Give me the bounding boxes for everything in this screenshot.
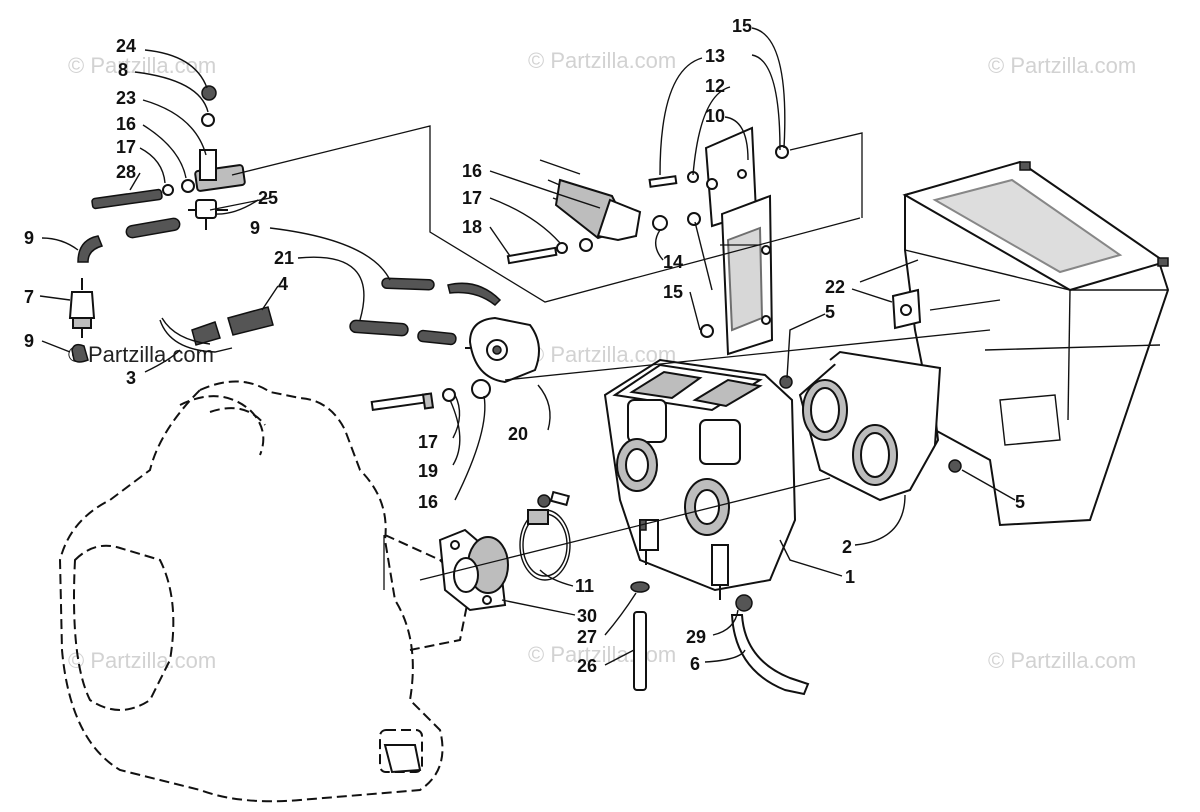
callout-5-upper: 5 — [825, 302, 835, 322]
callout-24: 24 — [116, 36, 136, 56]
callout-19: 19 — [418, 461, 438, 481]
callout-9-middle: 9 — [250, 218, 260, 238]
vent-hose-curved — [730, 594, 810, 696]
spring-clip — [159, 317, 233, 353]
callout-11: 11 — [575, 576, 594, 596]
watermark-top-center: © Partzilla.com — [528, 48, 676, 73]
fuel-tee-fitting — [188, 199, 228, 230]
callout-16-middle: 16 — [462, 161, 482, 181]
callout-14: 14 — [663, 252, 683, 272]
air-intake-boot — [779, 350, 962, 502]
watermark-bottom-right: © Partzilla.com — [988, 648, 1136, 673]
callout-29: 29 — [686, 627, 706, 647]
fuel-hose-short — [125, 217, 181, 239]
callout-6: 6 — [690, 654, 700, 674]
assembly-centerlines — [209, 125, 1001, 590]
air-intake-silencer-box — [902, 160, 1170, 527]
callout-3: 3 — [126, 368, 136, 388]
callout-23: 23 — [116, 88, 136, 108]
watermark-top-left: © Partzilla.com — [68, 53, 216, 78]
watermark-top-right: © Partzilla.com — [988, 53, 1136, 78]
inline-fuel-filter — [68, 278, 96, 338]
carburetor-assembly — [603, 358, 797, 600]
wiring-harness-connector — [506, 159, 668, 265]
callout-22: 22 — [825, 277, 845, 297]
watermark-bottom-left: © Partzilla.com — [68, 648, 216, 673]
vent-tube-straight — [630, 581, 650, 691]
callout-26: 26 — [577, 656, 597, 676]
callout-1: 1 — [845, 567, 855, 587]
engine-phantom-outline — [58, 380, 472, 803]
fuel-hose-lower — [71, 343, 89, 363]
callout-12: 12 — [705, 76, 725, 96]
callout-2: 2 — [842, 537, 852, 557]
fuel-pump-hoses — [349, 277, 502, 346]
callout-labels: 24 8 23 16 17 28 25 9 7 9 3 4 21 9 16 17… — [24, 16, 1025, 676]
callout-7: 7 — [24, 287, 34, 307]
callout-27: 27 — [577, 627, 597, 647]
callout-25: 25 — [258, 188, 278, 208]
throttle-springs — [191, 306, 274, 346]
callout-17-top-left: 17 — [116, 137, 136, 157]
callout-17-lower: 17 — [418, 432, 438, 452]
callout-10: 10 — [705, 106, 725, 126]
callout-18: 18 — [462, 217, 482, 237]
callout-28: 28 — [116, 162, 136, 182]
watermark-mid-center: © Partzilla.com — [528, 342, 676, 367]
callout-4: 4 — [278, 274, 288, 294]
callout-8: 8 — [118, 60, 128, 80]
callout-20: 20 — [508, 424, 528, 444]
callout-17-middle: 17 — [462, 188, 482, 208]
watermark-mid-left: Partzilla.com — [88, 342, 214, 367]
decal — [891, 288, 922, 330]
watermark-bottom-center: © Partzilla.com — [528, 642, 676, 667]
leader-lines — [39, 27, 1016, 666]
callout-9-upper: 9 — [24, 228, 34, 248]
hose-clamp — [519, 490, 571, 581]
mounting-plate — [648, 126, 789, 356]
callout-9-lower: 9 — [24, 331, 34, 351]
callout-15-upper: 15 — [732, 16, 752, 36]
fuel-pump — [370, 316, 540, 411]
callout-30: 30 — [577, 606, 597, 626]
callout-13: 13 — [705, 46, 725, 66]
intake-flange — [438, 528, 509, 612]
callout-21: 21 — [274, 248, 294, 268]
fuel-valve-bracket — [91, 85, 246, 210]
callout-16-lower: 16 — [418, 492, 438, 512]
callout-15-lower: 15 — [663, 282, 683, 302]
fuel-hose-elbow — [77, 235, 104, 263]
callout-5-lower: 5 — [1015, 492, 1025, 512]
callout-16-top-left: 16 — [116, 114, 136, 134]
